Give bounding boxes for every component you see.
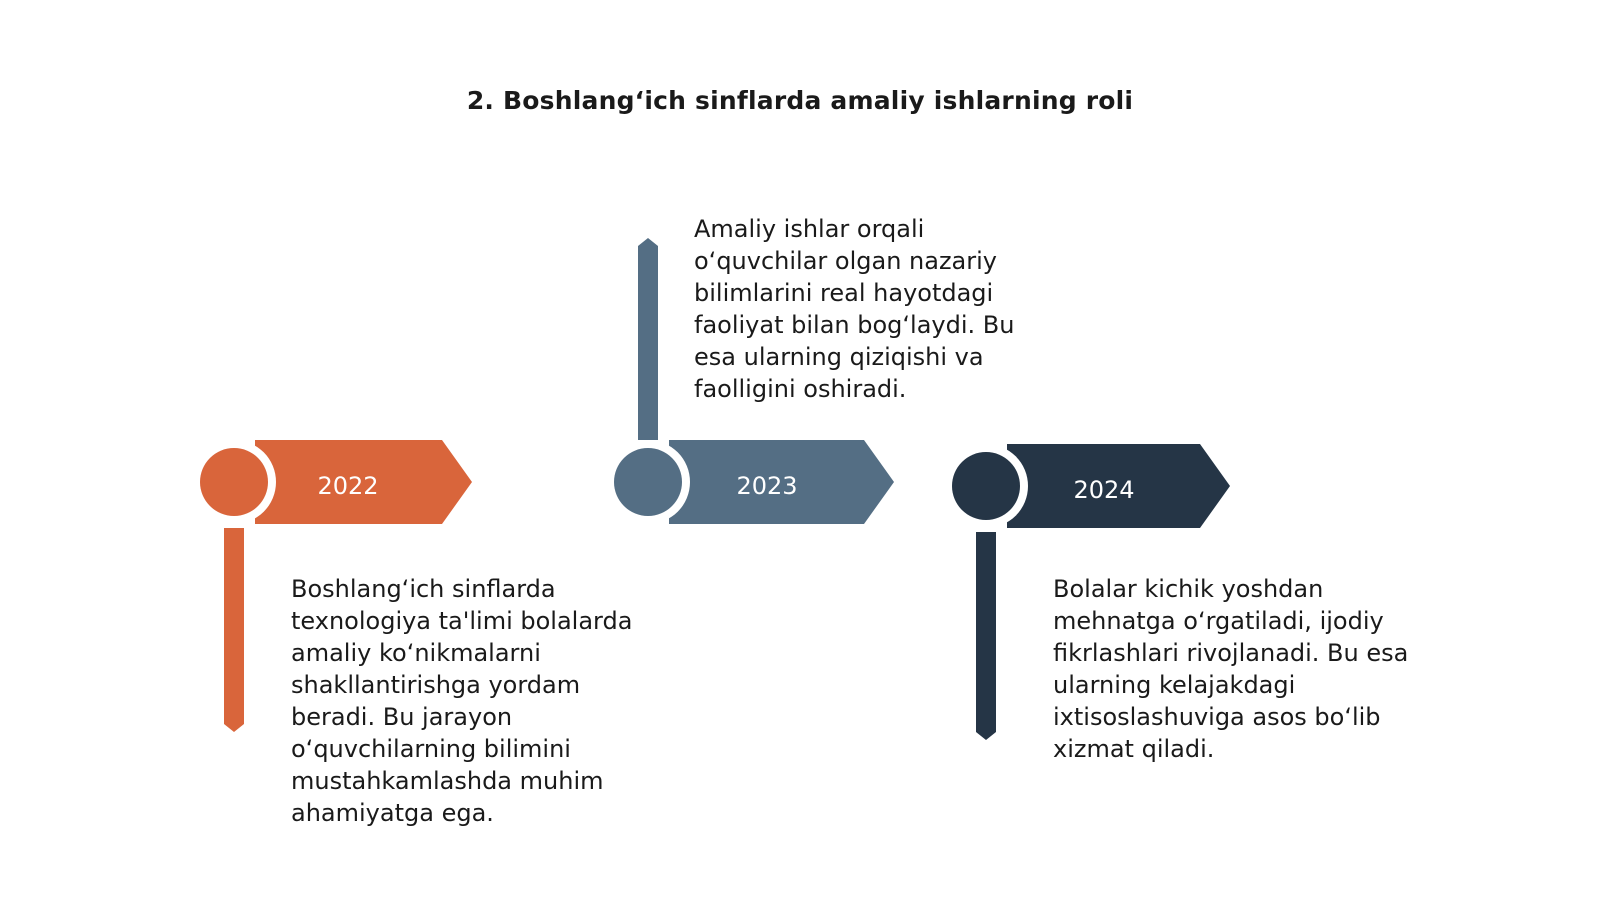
milestone-2022-graphic xyxy=(192,440,472,732)
milestone-2022: 2022 xyxy=(192,440,490,750)
milestone-2024-stem xyxy=(976,532,996,740)
milestone-2023-arrow xyxy=(669,440,894,524)
milestone-year: 2024 xyxy=(1073,476,1135,504)
milestone-2022-arrow xyxy=(255,440,472,524)
milestone-2023: 2023 xyxy=(606,236,904,536)
milestone-year: 2023 xyxy=(736,472,798,500)
milestone-2023-graphic xyxy=(606,238,894,524)
milestone-2022-dot xyxy=(200,448,268,516)
milestone-2022-description: Boshlang‘ich sinflarda texnologiya ta'li… xyxy=(291,575,633,827)
milestone-2024-graphic xyxy=(944,444,1230,740)
milestone-2023-dot xyxy=(614,448,682,516)
milestone-2024-description: Bolalar kichik yoshdan mehnatga o‘rgatil… xyxy=(1053,575,1409,763)
milestone-2022-stem xyxy=(224,528,244,732)
milestone-2023-description: Amaliy ishlar orqali o‘quvchilar olgan n… xyxy=(694,215,1015,403)
milestone-2024-dot xyxy=(952,452,1020,520)
milestone-2024: 2024 xyxy=(944,444,1242,754)
milestone-2024-arrow xyxy=(1007,444,1230,528)
slide-title: 2. Boshlang‘ich sinflarda amaliy ishlarn… xyxy=(466,86,1134,115)
milestone-year: 2022 xyxy=(317,472,379,500)
milestone-2023-stem xyxy=(638,238,658,440)
